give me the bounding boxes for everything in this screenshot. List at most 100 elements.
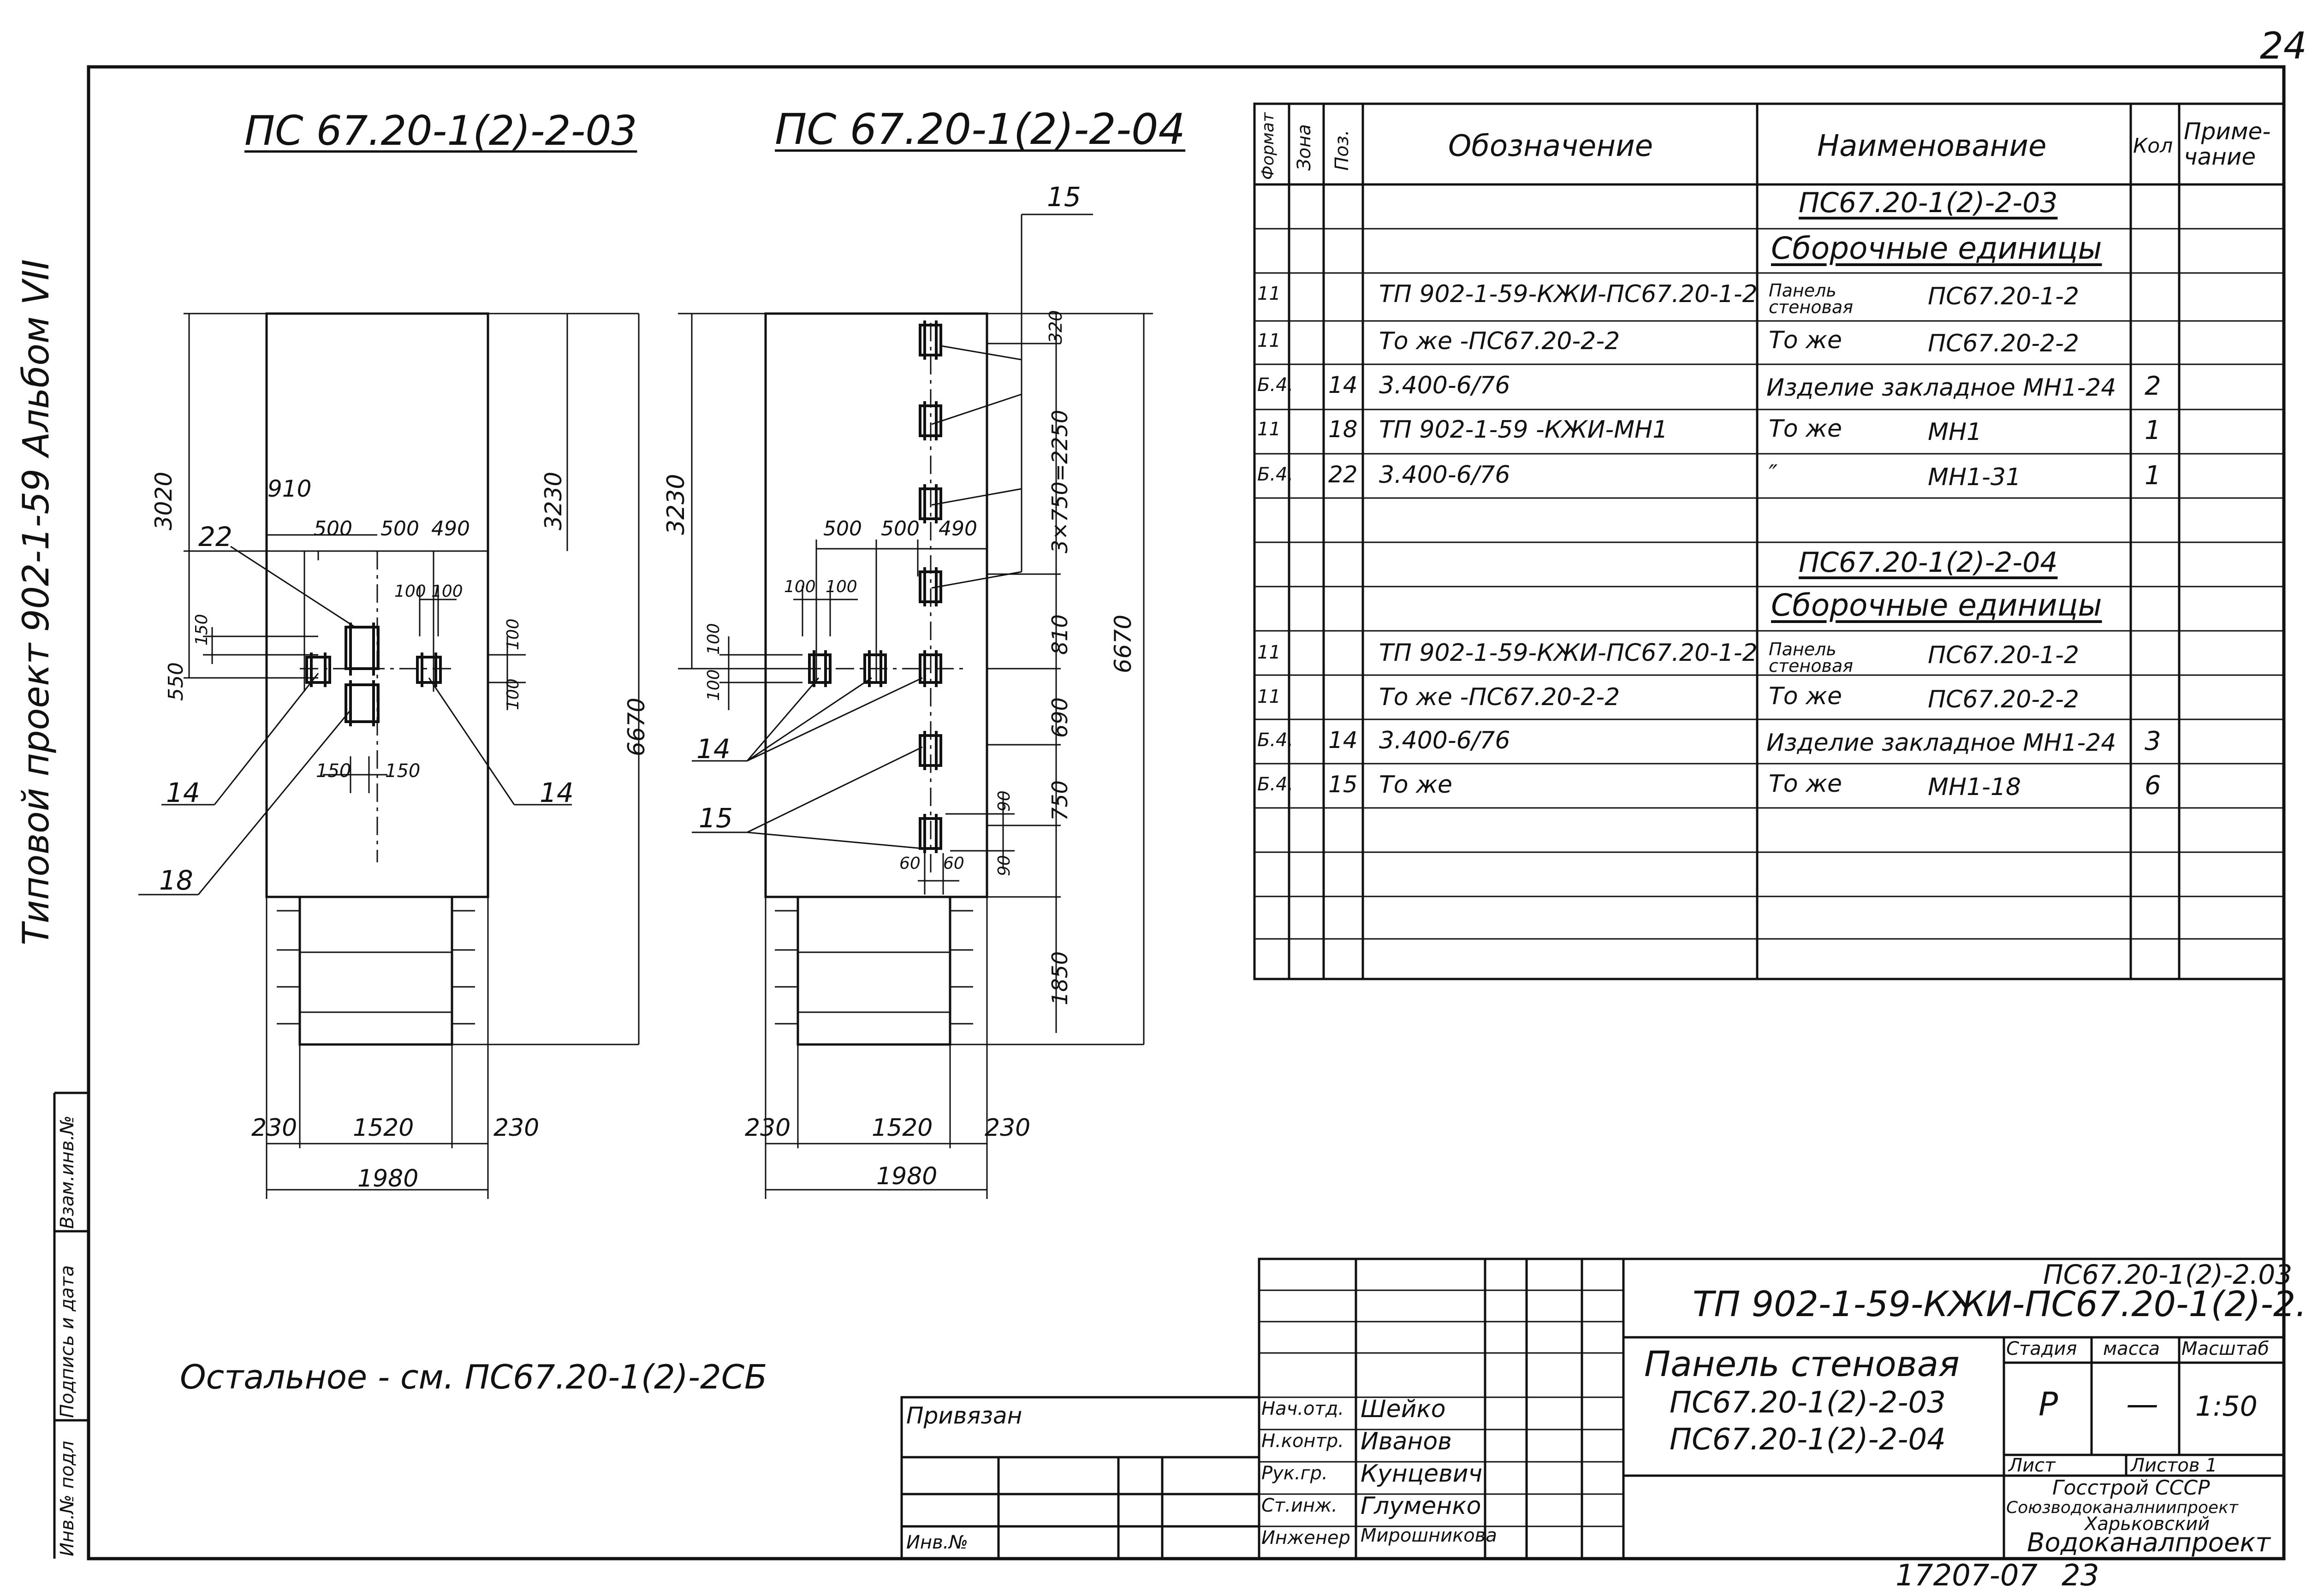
dim-230a: 230	[251, 1114, 297, 1142]
dim-60b: 60	[943, 854, 964, 873]
spec-header-designation: Обозначение	[1448, 129, 1653, 163]
spec-cell-designation: То же -ПС67.20-2-2	[1379, 683, 1620, 711]
tb-org-4: Водоканалпроект	[2027, 1528, 2270, 1558]
spec-cell-designation: То же	[1379, 771, 1452, 799]
spec-cell-pos: 14	[1328, 372, 1358, 398]
tb-name-1: Панель стеновая	[1644, 1343, 1960, 1384]
spec-cell-group-title: ПС67.20-1(2)-2-03	[1799, 187, 2058, 219]
signatory-role: Н.контр.	[1261, 1430, 1344, 1452]
sidebar-label-vzam: Взам.инв.№	[57, 1115, 78, 1229]
spec-cell-name-prefix: То же	[1769, 682, 1842, 710]
dim-100b: 100	[431, 582, 463, 601]
callout-14c: 14	[696, 733, 731, 765]
dim-500b: 500	[380, 517, 419, 540]
dim-100g: 100	[704, 623, 723, 655]
spec-cell-name: МН1	[1928, 418, 1982, 446]
spec-cell-designation: ТП 902-1-59-КЖИ-ПС67.20-1-2	[1379, 639, 1758, 667]
signatory-name: Кунцевич	[1361, 1460, 1483, 1488]
spec-cell-name-prefix: То же	[1769, 770, 1842, 798]
dim-1520b: 1520	[872, 1114, 933, 1142]
callout-15b: 15	[699, 802, 733, 834]
spec-cell-name: МН1-18	[1928, 773, 2021, 801]
general-note: Остальное - см. ПС67.20-1(2)-2СБ	[180, 1358, 767, 1396]
spec-cell-format: Б.4.	[1257, 730, 1294, 751]
dim-100a: 100	[394, 582, 426, 601]
dim-3020: 3020	[150, 471, 177, 530]
tb-name-3: ПС67.20-1(2)-2-04	[1670, 1423, 1946, 1457]
spec-cell-designation: 3.400-6/76	[1379, 372, 1510, 399]
spec-cell-format: 11	[1257, 419, 1281, 440]
dim-90b: 90	[995, 855, 1014, 876]
dim-550: 550	[164, 662, 188, 701]
spec-cell-format: 11	[1257, 330, 1281, 351]
spec-cell-qty: 1	[2145, 461, 2161, 491]
spec-cell-qty: 6	[2145, 771, 2161, 801]
tb-inv: Инв.№	[906, 1532, 968, 1553]
spec-cell-name-prefix: Панель стеновая	[1769, 639, 1854, 676]
spec-cell-group-title: ПС67.20-1(2)-2-04	[1799, 546, 2058, 579]
dim-3230: 3230	[540, 471, 567, 530]
spec-cell-format: 11	[1257, 642, 1281, 663]
dim-1980: 1980	[357, 1165, 419, 1193]
dim-1850: 1850	[1047, 951, 1072, 1005]
spec-cell-qty: 2	[2145, 371, 2161, 401]
spec-cell-pos: 15	[1328, 771, 1358, 798]
tb-privyazan: Привязан	[906, 1402, 1022, 1429]
spec-cell-name: ПС67.20-2-2	[1928, 686, 2079, 713]
tb-org-1: Госстрой СССР	[2052, 1476, 2210, 1500]
dim-230b: 230	[493, 1114, 540, 1142]
spec-cell-format: Б.4.	[1257, 774, 1294, 795]
tb-code-main: ТП 902-1-59-КЖИ-ПС67.20-1(2)-2.04	[1693, 1283, 2306, 1324]
callout-15a: 15	[1047, 181, 1081, 213]
page-number: 24	[2260, 24, 2306, 67]
spec-cell-pos: 14	[1328, 727, 1358, 754]
tb-org-2: Союзводоканалниипроект	[2006, 1498, 2238, 1517]
spec-cell-format: Б.4.	[1257, 464, 1294, 485]
tb-code-small: ПС67.20-1(2)-2.03	[2043, 1259, 2293, 1290]
album-caption: Альбом VII	[16, 259, 57, 457]
dim-6670: 6670	[623, 697, 650, 756]
signatory-name: Иванов	[1361, 1428, 1452, 1455]
spec-cell-name-prefix: То же	[1769, 326, 1842, 354]
dim-100f: 100	[826, 577, 857, 596]
callout-22: 22	[198, 521, 232, 552]
spec-cell-name: ПС67.20-1-2	[1928, 641, 2079, 669]
dim-100h: 100	[704, 669, 723, 701]
tb-stage-label: Стадия	[2006, 1338, 2077, 1359]
dim-150: 150	[192, 614, 211, 646]
dim-3230b: 3230	[662, 474, 690, 535]
spec-header-pos: Поз.	[1331, 130, 1353, 171]
dim-100c: 100	[504, 618, 523, 650]
dim-320: 320	[1046, 310, 1066, 344]
spec-cell-pos: 22	[1328, 461, 1358, 488]
spec-cell-designation: 3.400-6/76	[1379, 461, 1510, 489]
dim-1980b: 1980	[876, 1163, 938, 1190]
spec-cell-name: Изделие закладное МН1-24	[1766, 729, 2116, 757]
signatory-role: Ст.инж.	[1261, 1495, 1337, 1516]
dim-150c: 150	[385, 760, 421, 782]
dim-690: 690	[1047, 697, 1072, 738]
dim-100d: 100	[504, 678, 523, 710]
dim-90a: 90	[995, 790, 1014, 812]
spec-cell-designation: 3.400-6/76	[1379, 727, 1510, 754]
drawing-04-title: ПС 67.20-1(2)-2-04	[775, 105, 1186, 154]
dim-500c: 500	[823, 517, 862, 540]
spec-header-name: Наименование	[1817, 129, 2047, 163]
dim-150b: 150	[316, 760, 351, 782]
signatory-name: Мирошникова	[1361, 1525, 1497, 1546]
spec-header-qty: Кол	[2133, 134, 2173, 158]
dim-1520: 1520	[353, 1114, 414, 1142]
dim-100e: 100	[784, 577, 816, 596]
spec-cell-designation: ТП 902-1-59 -КЖИ-МН1	[1379, 416, 1668, 444]
spec-cell-name: ПС67.20-1-2	[1928, 283, 2079, 310]
tb-sheet-label: Лист	[2009, 1455, 2056, 1476]
spec-cell-name: Изделие закладное МН1-24	[1766, 374, 2116, 402]
spec-cell-format: 11	[1257, 686, 1281, 707]
dim-810: 810	[1047, 614, 1072, 655]
stamp-number: 17207-07	[1896, 1559, 2038, 1593]
spec-cell-format: 11	[1257, 283, 1281, 304]
spec-cell-designation: То же -ПС67.20-2-2	[1379, 327, 1620, 355]
tb-stage: Р	[2039, 1385, 2058, 1423]
signatory-role: Инженер	[1261, 1527, 1350, 1549]
